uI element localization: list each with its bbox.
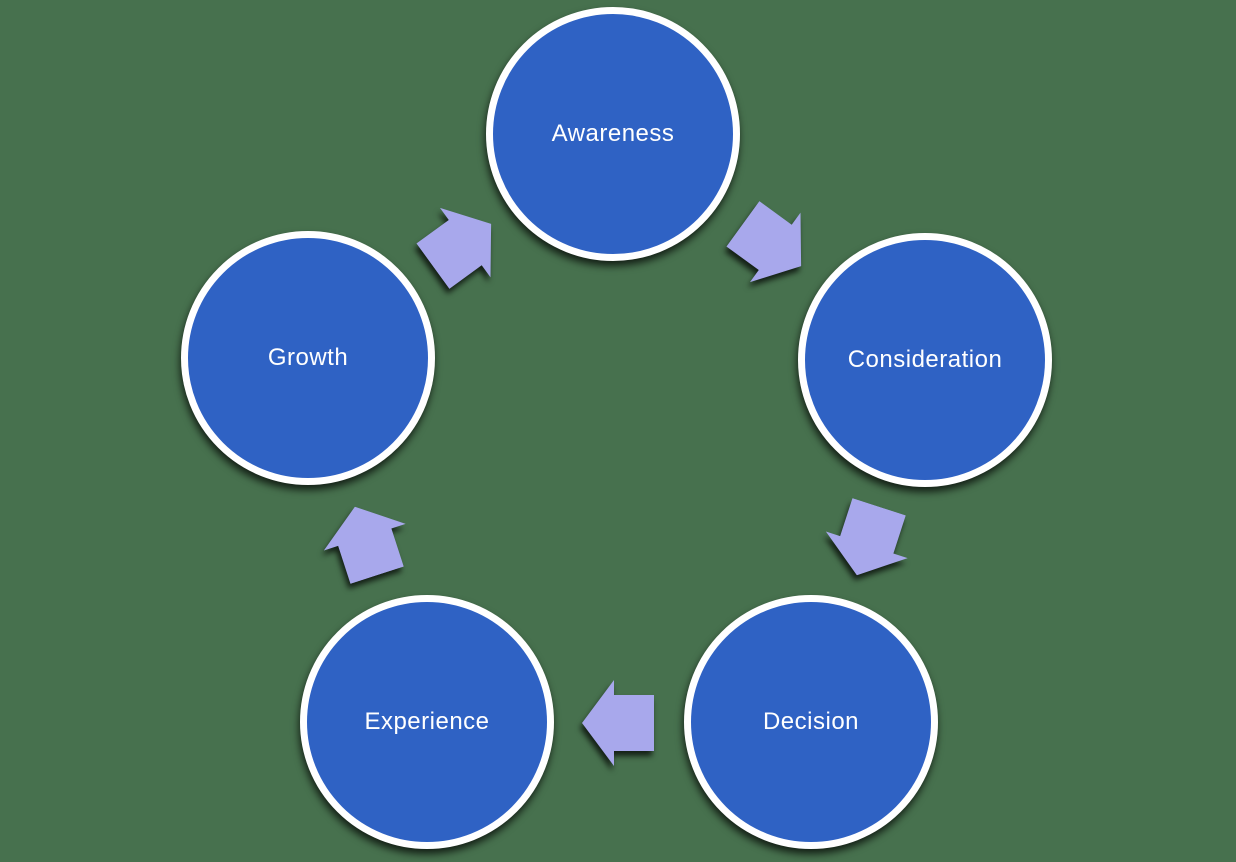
cycle-node-decision: Decision — [684, 595, 938, 849]
cycle-arrow-decision-to-experience — [582, 680, 654, 766]
block-arrow-icon — [825, 498, 908, 576]
cycle-node-experience: Experience — [300, 595, 554, 849]
block-arrow-shape — [825, 498, 908, 576]
cycle-arrow-awareness-to-consideration — [726, 201, 808, 288]
block-arrow-shape — [726, 201, 802, 283]
block-arrow-icon — [323, 506, 406, 584]
block-arrow-shape — [323, 506, 406, 584]
block-arrow-shape — [416, 207, 492, 289]
cycle-arrow-consideration-to-decision — [825, 498, 908, 584]
cycle-node-label: Growth — [267, 344, 349, 371]
cycle-node-label: Awareness — [551, 120, 675, 147]
block-arrow-icon — [582, 680, 654, 766]
cycle-arrow-growth-to-awareness — [416, 202, 498, 289]
cycle-node-label: Decision — [762, 708, 860, 735]
cycle-node-label: Experience — [364, 708, 490, 735]
cycle-node-label: Consideration — [847, 346, 1003, 373]
block-arrow-icon — [416, 207, 492, 289]
cycle-node-awareness: Awareness — [486, 7, 740, 261]
block-arrow-shape — [582, 680, 654, 766]
cycle-node-growth: Growth — [181, 231, 435, 485]
cycle-arrow-experience-to-growth — [323, 498, 406, 584]
cycle-node-consideration: Consideration — [798, 233, 1052, 487]
block-arrow-icon — [726, 201, 802, 283]
